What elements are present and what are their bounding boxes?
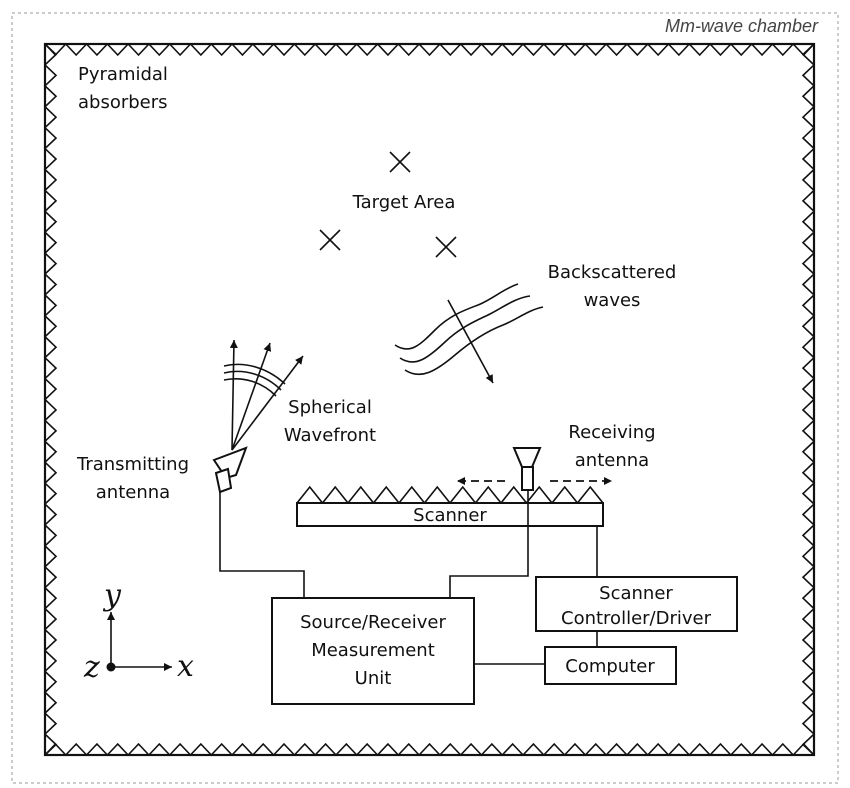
transmitting-label-line2: antenna [96,482,170,503]
source-receiver-label-line2: Measurement [311,640,435,661]
backscattered-waves [394,283,544,384]
scanner-controller-box [535,576,738,632]
receiving-label: Receiving [568,422,655,443]
scanner-rail [296,502,604,527]
coordinate-axes [106,612,172,672]
computer-box [544,646,677,685]
backscattered-label: Backscattered [548,262,677,283]
scanner-absorbers [296,485,604,504]
chamber-label: Mm-wave chamber [665,16,819,36]
receiving-antenna [512,447,542,491]
target-marker [319,229,341,251]
scanner-label: Scanner [413,505,487,526]
target-marker [435,236,457,258]
source-receiver-label-line3: Unit [355,668,392,689]
computer-label: Computer [565,656,655,677]
source-receiver-label: Source/Receiver [300,612,446,633]
cabling [219,490,598,665]
absorbers-label: Pyramidal [78,64,168,85]
pyramidal-absorbers [43,42,816,757]
receiving-label-line2: antenna [575,450,649,471]
target-marker [389,151,411,173]
transmitting-label: Transmitting [76,454,189,475]
scanner-controller-label-line2: Controller/Driver [561,608,712,629]
axis-x-label: x [177,649,194,684]
axis-y-label: y [102,578,122,613]
target-area-label: Target Area [352,192,456,213]
source-receiver-box [271,597,475,705]
spherical-label: Spherical [288,397,372,418]
backscattered-label-line2: waves [584,290,641,311]
axis-z-label: z [83,650,100,685]
scanner-controller-label: Scanner [599,583,673,604]
absorbers-label-line2: absorbers [78,92,168,113]
transmitting-antenna [212,446,248,494]
spherical-label-line2: Wavefront [284,425,376,446]
spherical-wavefront [223,339,304,451]
